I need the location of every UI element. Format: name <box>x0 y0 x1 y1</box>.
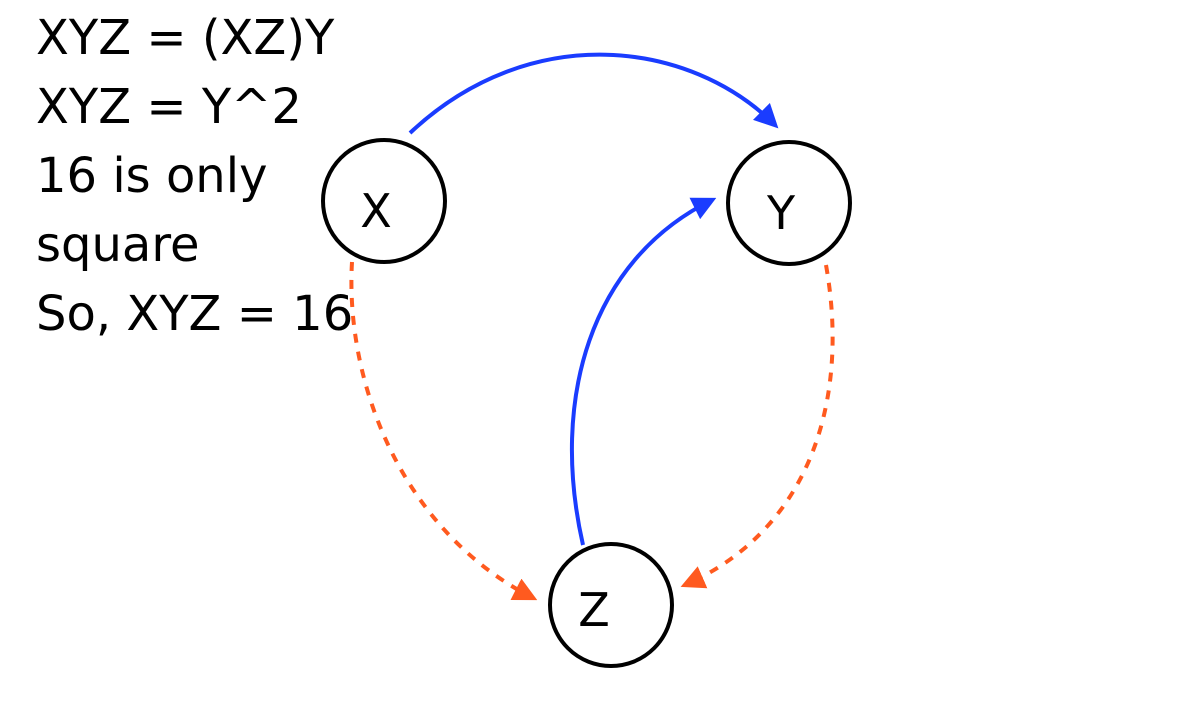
node-z: Z <box>548 542 674 668</box>
equation-notes: XYZ = (XZ)Y XYZ = Y^2 16 is only square … <box>36 4 353 349</box>
note-line-5: So, XYZ = 16 <box>36 286 354 342</box>
node-x: X <box>321 138 447 264</box>
edge-y-to-z <box>680 264 835 589</box>
edge-x-to-z <box>349 261 538 601</box>
node-y-label: Y <box>766 186 796 240</box>
note-line-2: XYZ = Y^2 <box>36 79 302 135</box>
node-x-label: X <box>360 184 392 238</box>
note-line-4: square <box>36 217 200 273</box>
edge-z-to-y <box>569 197 717 546</box>
note-line-1: XYZ = (XZ)Y <box>36 10 335 66</box>
node-y: Y <box>726 140 852 266</box>
node-z-label: Z <box>578 583 610 637</box>
note-line-3: 16 is only <box>36 148 268 204</box>
edge-x-to-y <box>408 52 779 135</box>
